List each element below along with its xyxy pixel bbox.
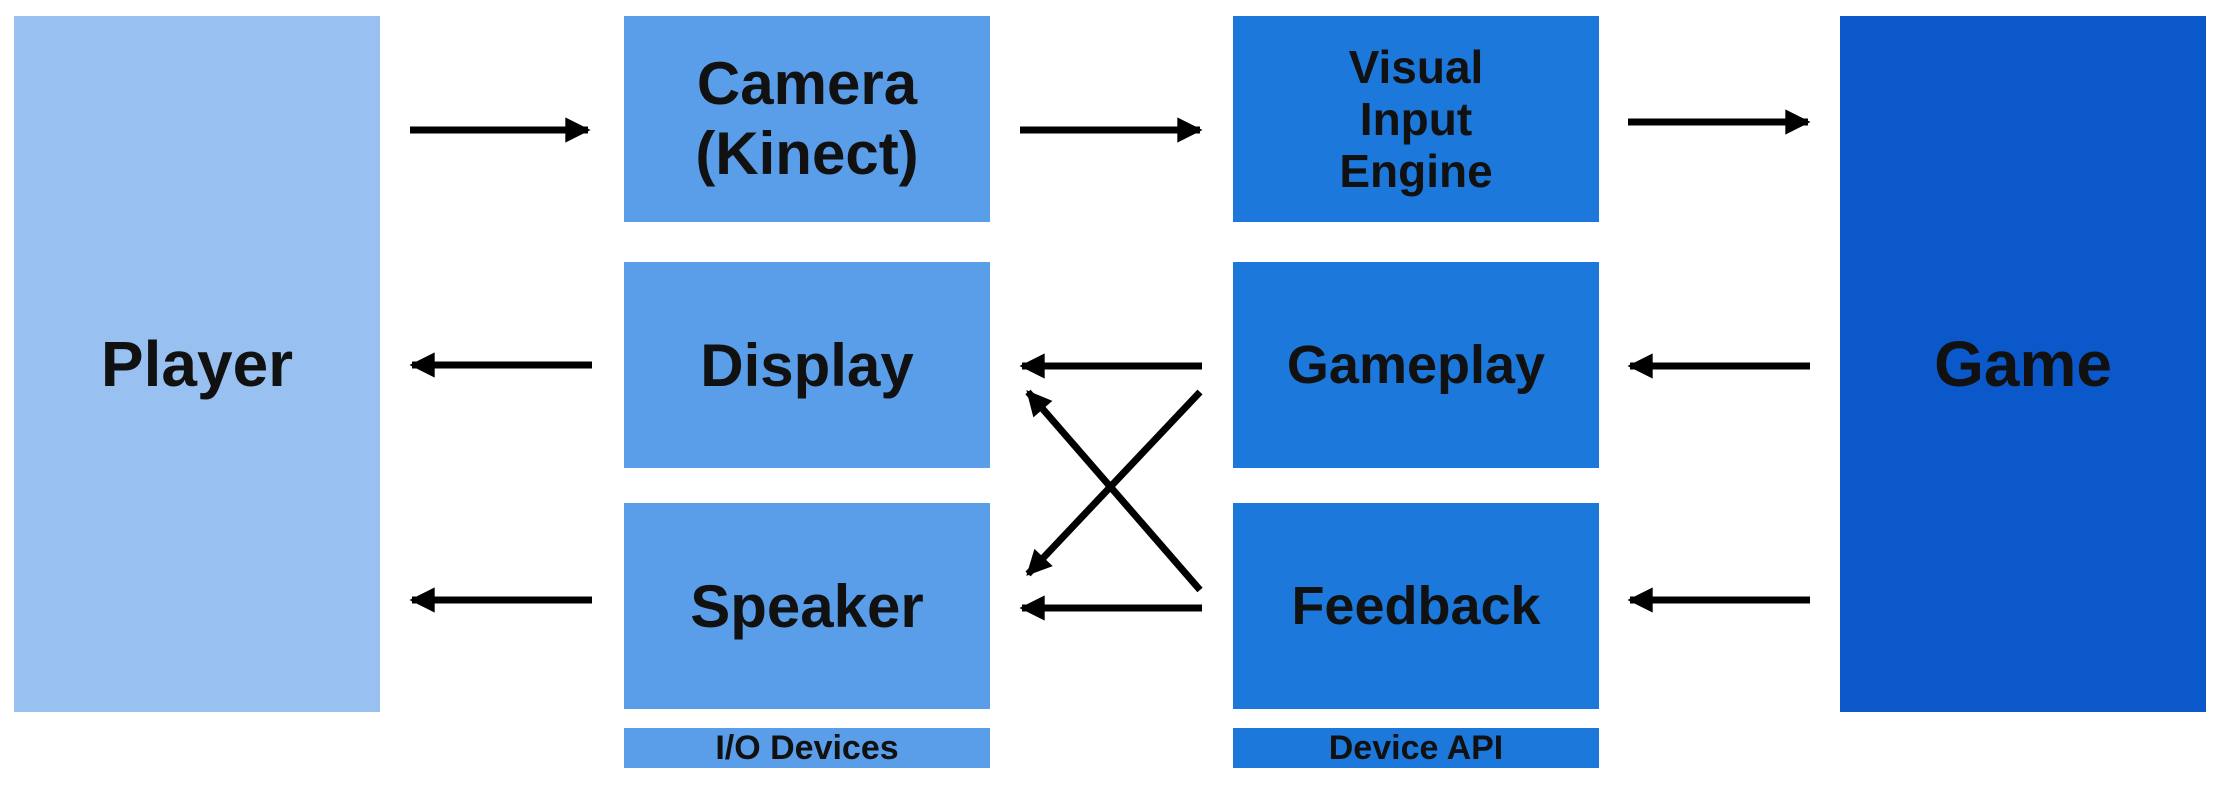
game-box: Game bbox=[1840, 16, 2206, 712]
camera-label-line1: Camera bbox=[696, 50, 918, 117]
display-label: Display bbox=[700, 331, 914, 399]
arrow-feedback-to-display bbox=[1025, 389, 1203, 593]
speaker-label: Speaker bbox=[690, 572, 924, 640]
io-devices-label: I/O Devices bbox=[624, 728, 990, 768]
gameplay-box: Gameplay bbox=[1233, 262, 1599, 468]
speaker-box: Speaker bbox=[624, 503, 990, 709]
gameplay-label: Gameplay bbox=[1286, 335, 1546, 395]
io-devices-text: I/O Devices bbox=[715, 728, 899, 767]
feedback-label: Feedback bbox=[1291, 576, 1541, 636]
arrow-gameplay-to-speaker bbox=[1025, 389, 1203, 577]
camera-label-line2: (Kinect) bbox=[695, 120, 919, 187]
feedback-box: Feedback bbox=[1233, 503, 1599, 709]
player-box: Player bbox=[14, 16, 380, 712]
visual-label-line3: Engine bbox=[1339, 145, 1493, 197]
device-api-label: Device API bbox=[1233, 728, 1599, 768]
game-label: Game bbox=[1934, 328, 2112, 400]
visual-input-engine-box: Visual Input Engine bbox=[1233, 16, 1599, 222]
visual-label-line2: Input bbox=[1359, 93, 1473, 145]
player-label: Player bbox=[100, 328, 294, 400]
display-box: Display bbox=[624, 262, 990, 468]
device-api-text: Device API bbox=[1328, 728, 1504, 767]
visual-label-line1: Visual bbox=[1348, 41, 1484, 93]
camera-box: Camera (Kinect) bbox=[624, 16, 990, 222]
